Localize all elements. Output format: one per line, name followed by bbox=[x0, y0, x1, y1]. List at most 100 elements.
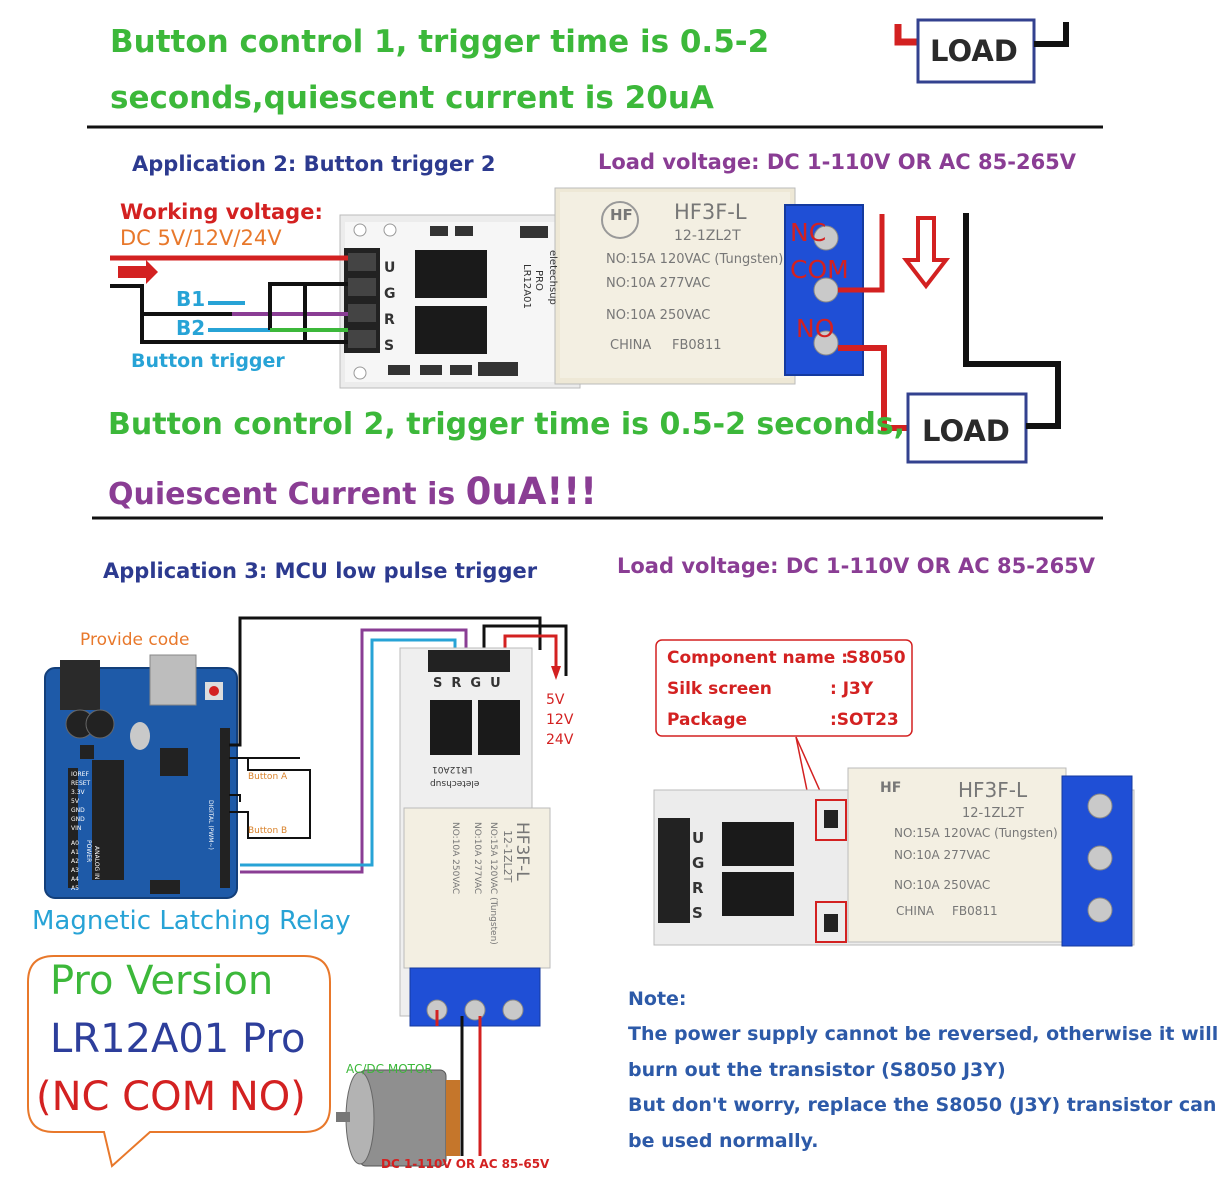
no-label: NO bbox=[796, 314, 835, 343]
section1-line2: seconds,quiescent current is 20uA bbox=[110, 80, 714, 116]
section3-title: Application 3: MCU low pulse trigger bbox=[103, 559, 538, 583]
section2-relay: HF HF3F-L 12-1ZL2T NO:15A 120VAC (Tungst… bbox=[600, 196, 790, 366]
voltage-24v: 24V bbox=[546, 732, 574, 748]
motor-label: AC/DC MOTOR bbox=[346, 1062, 433, 1076]
section2-line1: Button control 2, trigger time is 0.5-2 … bbox=[108, 407, 906, 442]
note-heading: Note: bbox=[628, 988, 687, 1010]
arduino-digital-label: DIGITAL (PWM~) bbox=[207, 800, 214, 850]
pin-label-s: S bbox=[384, 338, 395, 354]
component-name-label: Component name : bbox=[667, 648, 849, 668]
s3r-pin-g: G bbox=[692, 854, 705, 872]
section2-left-wiring bbox=[110, 255, 348, 344]
s3-relay-spec1: NO:15A 120VAC (Tungsten) bbox=[488, 822, 498, 945]
section1-line1: Button control 1, trigger time is 0.5-2 bbox=[110, 24, 770, 60]
s3-pin-u: U bbox=[490, 676, 510, 691]
voltage-12v: 12V bbox=[546, 712, 574, 728]
s3r-relay-spec2: NO:10A 277VAC bbox=[894, 848, 991, 862]
s3r-pin-u: U bbox=[692, 829, 705, 847]
section3-silk-brand: eletechsup bbox=[430, 778, 480, 788]
pin-label-g: G bbox=[384, 286, 396, 302]
pin-label-r: R bbox=[384, 312, 395, 328]
arduino-label-reset: RESET bbox=[71, 780, 91, 787]
pin-label-u: U bbox=[384, 260, 396, 276]
s3-relay-spec2: NO:10A 277VAC bbox=[472, 822, 482, 895]
s3r-relay-model: HF3F-L bbox=[958, 778, 1028, 802]
component-callout bbox=[655, 639, 913, 913]
button-trigger-label: Button trigger bbox=[131, 350, 285, 372]
arduino-label-5v: 5V bbox=[71, 798, 79, 805]
button-b-label: Button B bbox=[248, 826, 288, 836]
section2-pin-labels: U G R S bbox=[384, 255, 396, 359]
s3r-relay-spec1: NO:15A 120VAC (Tungsten) bbox=[894, 826, 1058, 840]
magnetic-latching-label: Magnetic Latching Relay bbox=[32, 906, 351, 936]
section2-line2: Quiescent Current is 0uA!!! bbox=[108, 470, 597, 513]
section1-load-wiring bbox=[894, 18, 1069, 84]
b2-label: B2 bbox=[176, 316, 206, 340]
s3-pin-g: G bbox=[470, 676, 491, 691]
component-name-value: S8050 bbox=[846, 648, 906, 668]
section2-load-label: LOAD bbox=[922, 414, 1010, 448]
nc-label: NC bbox=[790, 218, 827, 247]
section3-right-board bbox=[653, 767, 1135, 947]
silk-brand: eletechsup bbox=[547, 250, 558, 305]
b1-label: B1 bbox=[176, 287, 206, 311]
arduino-label-a5: A5 bbox=[71, 885, 79, 892]
arduino-label-3v3: 3.3V bbox=[71, 789, 85, 796]
package-value: :SOT23 bbox=[830, 710, 899, 730]
section2-right-wiring bbox=[838, 213, 1061, 464]
arduino-label-a4: A4 bbox=[71, 876, 79, 883]
section3-board bbox=[399, 647, 551, 1156]
s3r-pin-r: R bbox=[692, 879, 704, 897]
relay-spec1: NO:15A 120VAC (Tungsten) bbox=[606, 252, 784, 267]
section3-load-voltage: Load voltage: DC 1-110V OR AC 85-265V bbox=[617, 554, 1096, 578]
motor-icon bbox=[336, 1069, 460, 1167]
pro-terminals-label: (NC COM NO) bbox=[36, 1074, 306, 1120]
arduino-label-gnd1: GND bbox=[71, 807, 85, 814]
s3r-pin-labels: U G R S bbox=[692, 826, 704, 926]
note-line1: The power supply cannot be reversed, oth… bbox=[628, 1023, 1218, 1045]
arduino-label-a2: A2 bbox=[71, 858, 79, 865]
note-line3: But don't worry, replace the S8050 (J3Y)… bbox=[628, 1094, 1217, 1116]
dc-ac-label: DC 1-110V OR AC 85-65V bbox=[381, 1157, 550, 1171]
s3-relay-model: HF3F-L bbox=[512, 822, 532, 881]
section2-board bbox=[339, 187, 864, 389]
section3-silk-model: LR12A01 bbox=[432, 764, 473, 774]
relay-code: 12-1ZL2T bbox=[674, 228, 741, 244]
s3-relay-code: 12-1ZL2T bbox=[501, 830, 514, 883]
section2-board-silk: eletechsup PRO LR12A01 bbox=[512, 250, 562, 360]
section2-line2-prefix: Quiescent Current is bbox=[108, 477, 466, 512]
arduino-label-a0: A0 bbox=[71, 840, 79, 847]
relay-batch: FB0811 bbox=[672, 338, 722, 353]
s3r-relay-batch: FB0811 bbox=[952, 904, 998, 918]
package-label: Package bbox=[667, 710, 748, 730]
provide-code-label: Provide code bbox=[80, 630, 190, 650]
relay-origin: CHINA bbox=[610, 338, 652, 353]
s3-relay-spec3: NO:10A 250VAC bbox=[450, 822, 460, 895]
arduino-analog-label: ANALOG IN bbox=[93, 846, 100, 880]
s3r-relay-logo: HF bbox=[880, 780, 902, 796]
pro-version-bubble bbox=[27, 955, 331, 1168]
section2-load-voltage: Load voltage: DC 1-110V OR AC 85-265V bbox=[598, 150, 1077, 174]
silk-pro: PRO bbox=[533, 270, 544, 291]
silk-model: LR12A01 bbox=[521, 264, 532, 309]
section2-line2-emph: 0uA!!! bbox=[465, 470, 597, 513]
button-a-label: Button A bbox=[248, 772, 288, 782]
s3r-relay-spec3: NO:10A 250VAC bbox=[894, 878, 991, 892]
arduino-label-gnd2: GND bbox=[71, 816, 85, 823]
silk-screen-label: Silk screen bbox=[667, 679, 772, 699]
arduino-board bbox=[44, 654, 238, 899]
silk-screen-value: : J3Y bbox=[830, 679, 874, 699]
section1-load-label: LOAD bbox=[930, 34, 1018, 68]
arduino-label-vin: VIN bbox=[71, 825, 82, 832]
section3-mcu-wiring bbox=[229, 616, 568, 874]
section3-pin-labels: SRGU bbox=[433, 676, 510, 691]
s3-pin-s: S bbox=[433, 676, 452, 691]
note-line4: be used normally. bbox=[628, 1130, 819, 1152]
section3-relay: HF3F-L 12-1ZL2T NO:15A 120VAC (Tungsten)… bbox=[420, 816, 546, 964]
arduino-pin-labels: IOREF RESET 3.3V 5V GND GND VIN A0 A1 A2… bbox=[71, 770, 90, 893]
relay-spec2: NO:10A 277VAC bbox=[606, 276, 711, 291]
arduino-label-a3: A3 bbox=[71, 867, 79, 874]
relay-model: HF3F-L bbox=[674, 200, 747, 224]
relay-logo: HF bbox=[610, 206, 633, 224]
